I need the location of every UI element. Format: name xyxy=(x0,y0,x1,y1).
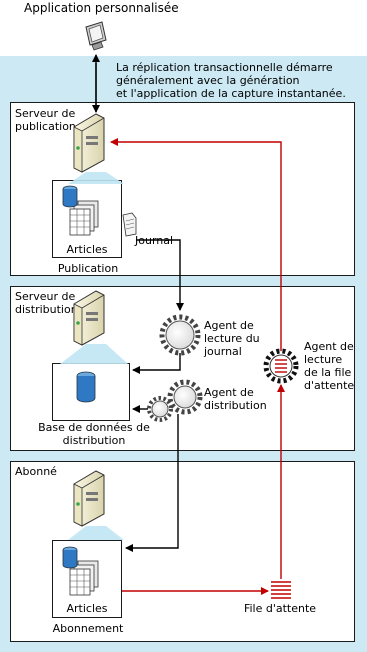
monitor-icon xyxy=(85,21,107,51)
queue-reader-to-publisher-arrow xyxy=(110,138,282,351)
distribution-agent-to-subscription-arrow xyxy=(125,414,179,552)
publisher-title-line-2: publication xyxy=(15,120,76,133)
articles-icon-subscription xyxy=(62,546,99,596)
database-icon xyxy=(76,371,96,403)
log-reader-agent-gear-icon xyxy=(159,314,201,356)
publisher-title-line-1: Serveur de xyxy=(15,107,76,120)
distribution-agent-label-line-2: distribution xyxy=(204,399,267,412)
server-icon-subscriber xyxy=(68,470,124,540)
journal-document-icon xyxy=(122,212,137,237)
distribution-db-label-line-1: Base de données de xyxy=(38,421,150,434)
queue-icon xyxy=(271,581,291,599)
queue-reader-label-line-1: Agent de xyxy=(304,340,354,353)
subscriber-title: Abonné xyxy=(15,465,57,478)
queue-label: File d'attente xyxy=(243,602,317,615)
log-reader-label-line-3: journal xyxy=(204,345,242,358)
publication-articles-label: Articles xyxy=(66,243,108,256)
distributor-title-line-1: Serveur de xyxy=(15,290,76,303)
server-icon-publisher xyxy=(68,113,124,184)
distribution-agent-label-line-1: Agent de xyxy=(204,386,254,399)
log-reader-to-db-arrow xyxy=(132,353,181,374)
distributor-title-line-2: distribution xyxy=(15,303,78,316)
queue-reader-label-line-2: lecture xyxy=(304,353,343,366)
log-reader-label-line-2: lecture du xyxy=(204,332,260,345)
queue-reader-label-line-3: de la file xyxy=(304,366,352,379)
subscription-label: Abonnement xyxy=(52,622,124,635)
distribution-db-label-line-2: distribution xyxy=(62,434,126,447)
note-line-2: généralement avec la génération xyxy=(116,74,300,87)
subscription-articles-label: Articles xyxy=(66,602,108,615)
note-line-3: et l'application de la capture instantan… xyxy=(116,87,346,100)
queue-reader-agent-gear-icon xyxy=(263,348,299,384)
log-reader-label-line-1: Agent de xyxy=(204,319,254,332)
distribution-agent-gear-icon xyxy=(147,379,203,422)
custom-application-label: Application personnalisée xyxy=(24,1,179,15)
articles-icon-publication xyxy=(62,185,99,236)
publication-label: Publication xyxy=(57,262,119,275)
queue-reader-label-line-4: d'attente xyxy=(304,379,355,392)
journal-to-log-reader-arrow xyxy=(136,239,184,311)
note-line-1: La réplication transactionnelle démarre xyxy=(116,61,333,74)
server-icon-distributor xyxy=(60,290,128,364)
